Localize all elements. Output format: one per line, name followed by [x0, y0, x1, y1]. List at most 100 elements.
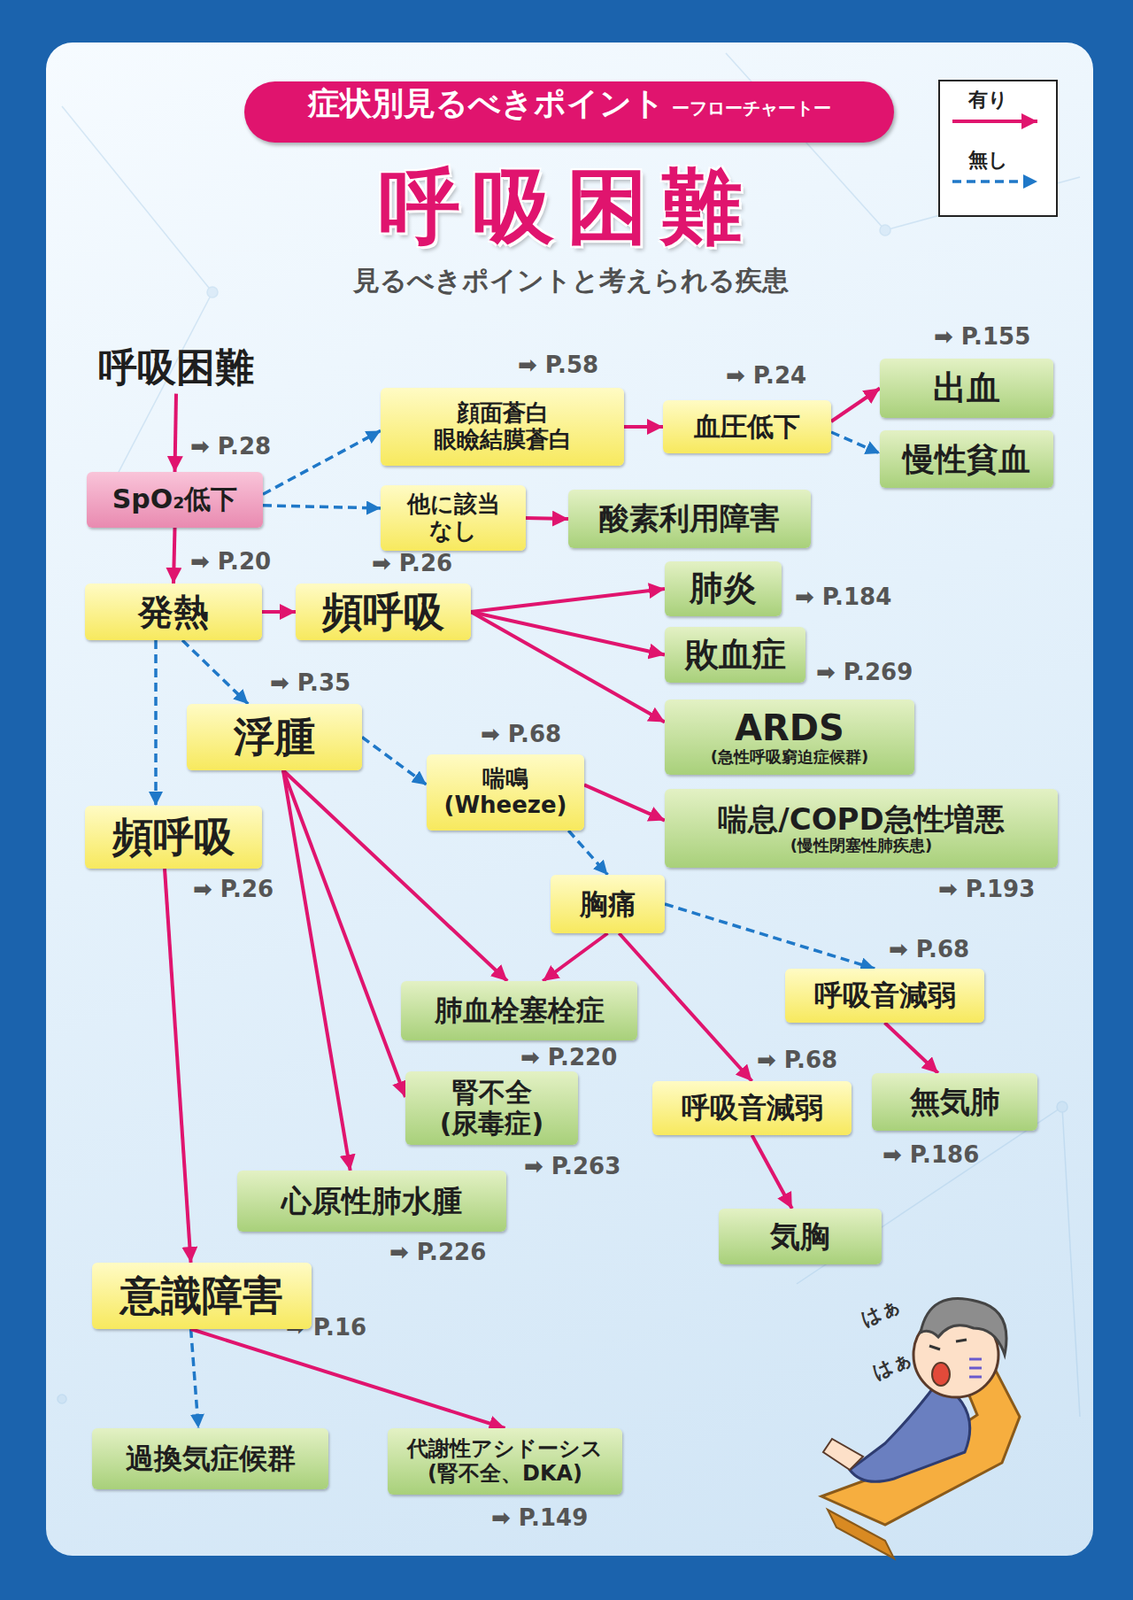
page-reference: ➡ P.184: [794, 584, 892, 610]
finding-box: 浮腫: [186, 703, 363, 771]
mouth: [932, 1362, 950, 1386]
node-text: 心原性肺水腫: [281, 1183, 463, 1218]
disease-box: 腎不全 (尿毒症): [405, 1071, 579, 1145]
page-reference: ➡ P.186: [882, 1141, 979, 1168]
no-arrow: [182, 639, 248, 704]
page-reference: ➡ P.20: [190, 548, 271, 575]
no-arrow: [262, 430, 381, 494]
no-arrow: [362, 737, 427, 786]
node-text: 呼吸音減弱: [681, 1091, 824, 1125]
finding-box: 意識障害: [92, 1262, 312, 1329]
node-text: 肺炎: [689, 569, 757, 609]
disease-box: 酸素利用障害: [568, 489, 811, 548]
disease-box: 肺血栓塞栓症: [400, 980, 638, 1041]
finding-box: 頻呼吸: [295, 583, 471, 640]
yes-arrow: [618, 932, 752, 1081]
node-subtext: ーフローチャートー: [671, 98, 832, 119]
node-text: 血圧低下: [693, 411, 801, 443]
yes-arrow: [175, 393, 178, 472]
yes-arrow: [262, 609, 296, 614]
node-text: 無気肺: [909, 1084, 1001, 1119]
chair-leg: [827, 1509, 895, 1558]
disease-box: 敗血症: [664, 626, 806, 683]
page-reference: ➡ P.193: [938, 876, 1035, 902]
page-reference: ➡ P.149: [491, 1504, 588, 1531]
finding-box: 喘鳴 (Wheeze): [426, 754, 585, 831]
legend-text: 有り: [948, 88, 1048, 112]
node-text: 喘息/COPD急性増悪: [717, 801, 1004, 837]
finding-box: 他に該当 なし: [380, 485, 526, 551]
legend-line: [952, 180, 1038, 185]
disease-box: 無気肺: [871, 1072, 1038, 1131]
yes-arrow: [470, 611, 665, 723]
yes-arrow: [470, 588, 665, 612]
legend-sample: [948, 111, 1042, 132]
yes-arrow: [525, 517, 569, 519]
disease-box: 心原性肺水腫: [237, 1170, 507, 1232]
page-reference: ➡ P.220: [520, 1044, 617, 1071]
hair: [920, 1298, 1007, 1355]
disease-box: 出血: [879, 358, 1054, 418]
disease-box: 気胸: [718, 1208, 882, 1265]
node-text: 代謝性アシドーシス (腎不全、DKA): [396, 1436, 614, 1486]
node-text: 酸素利用障害: [599, 500, 780, 536]
disease-box: 代謝性アシドーシス (腎不全、DKA): [387, 1427, 623, 1495]
no-arrow: [191, 1328, 200, 1428]
yes-arrow: [470, 611, 665, 656]
page-reference: ➡ P.68: [756, 1047, 838, 1073]
node-subtext: (慢性閉塞性肺疾患): [790, 836, 933, 856]
finding-box: 頻呼吸: [84, 805, 263, 869]
breath-sound: はぁ: [869, 1346, 916, 1383]
node-text: 発熱: [138, 591, 209, 633]
finding-box: 呼吸音減弱: [652, 1080, 852, 1135]
page-reference: ➡ P.28: [190, 433, 271, 460]
node-text: 浮腫: [233, 713, 316, 761]
legend-text: 無し: [948, 148, 1048, 172]
disease-box: 慢性貧血: [879, 430, 1054, 488]
no-arrow: [262, 505, 381, 509]
page-reference: ➡ P.24: [725, 362, 807, 389]
node-text: 気胸: [770, 1218, 831, 1254]
page-reference: ➡ P.26: [192, 876, 274, 902]
yes-arrow: [542, 932, 608, 981]
no-arrow: [154, 639, 158, 806]
finding-box: 胸痛: [550, 874, 665, 933]
yes-arrow: [191, 1328, 506, 1428]
legend-entry: 無し: [948, 148, 1048, 209]
page-reference: ➡ P.68: [480, 721, 562, 748]
node-subtext: (急性呼吸窮迫症候群): [710, 747, 869, 767]
yes-arrow: [283, 770, 351, 1171]
no-arrow: [568, 830, 608, 875]
node-text: 頻呼吸: [322, 588, 445, 636]
disease-box: 喘息/COPD急性増悪(慢性閉塞性肺疾患): [664, 788, 1058, 868]
page-reference: ➡ P.263: [524, 1153, 621, 1180]
header-pill: 症状別見るべきポイントーフローチャートー: [244, 81, 895, 143]
feet: [823, 1438, 864, 1470]
yes-arrow: [584, 784, 665, 820]
yes-arrow: [283, 770, 406, 1097]
node-text: 過換気症候群: [125, 1441, 296, 1475]
node-text: 症状別見るべきポイント: [308, 84, 665, 122]
network-pattern: [57, 53, 1080, 1417]
page-reference: ➡ P.58: [517, 352, 599, 378]
yes-arrow: [752, 1134, 793, 1209]
node-text: 慢性貧血: [902, 440, 1031, 478]
node-text: 喘鳴 (Wheeze): [435, 765, 576, 819]
finding-box: 呼吸音減弱: [785, 968, 985, 1023]
legend-entry: 有り: [948, 88, 1048, 149]
page-reference: ➡ P.269: [816, 659, 913, 686]
finding-box: 顔面蒼白 眼瞼結膜蒼白: [380, 387, 625, 466]
no-arrow: [664, 903, 875, 969]
page-reference: ➡ P.68: [888, 936, 970, 963]
yes-arrow: [173, 527, 176, 584]
legend-line: [952, 119, 1038, 124]
node-text: 肺血栓塞栓症: [434, 994, 605, 1027]
node-text: SpO₂低下: [112, 484, 239, 516]
finding-box: 血圧低下: [662, 400, 832, 454]
node-text: 意識障害: [120, 1271, 284, 1319]
subtitle: 見るべきポイントと考えられる疾患: [353, 265, 789, 295]
finding-box: SpO₂低下: [86, 471, 263, 528]
node-text: 腎不全 (尿毒症): [414, 1077, 570, 1139]
yes-arrow: [164, 868, 192, 1263]
breath-sound: はぁ: [857, 1293, 904, 1330]
